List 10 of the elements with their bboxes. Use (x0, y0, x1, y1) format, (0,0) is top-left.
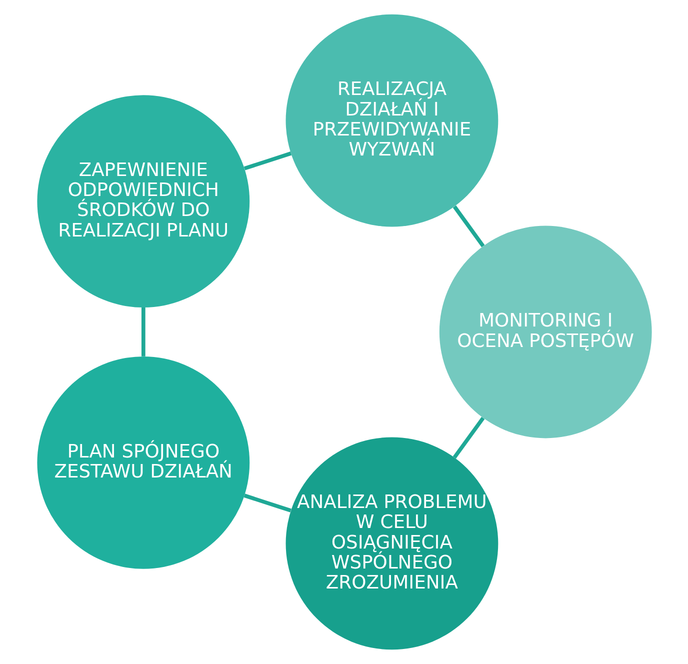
connector (243, 494, 291, 512)
node-circle: ANALIZA PROBLEMU W CELU OSIĄGNIĘCIA WSPÓLNEGO ZROZUMIENIA (285, 437, 498, 650)
connector (243, 152, 292, 170)
node-circle: PLAN SPÓJNEGO ZESTAWU DZIAŁAŃ (36, 356, 250, 569)
node-circle: MONITORING I OCENA POSTĘPÓW (438, 226, 652, 438)
connector (452, 416, 484, 459)
node-circle: ZAPEWNIENIE ODPOWIEDNICH ŚRODKÓW DO REALIZACJI PLANU (36, 95, 250, 308)
connector (452, 205, 484, 248)
connector (140, 308, 145, 356)
node-circle: REALIZACJA DZIAŁAŃ I PRZEWIDYWANIE WYZWAŃ (285, 14, 498, 227)
